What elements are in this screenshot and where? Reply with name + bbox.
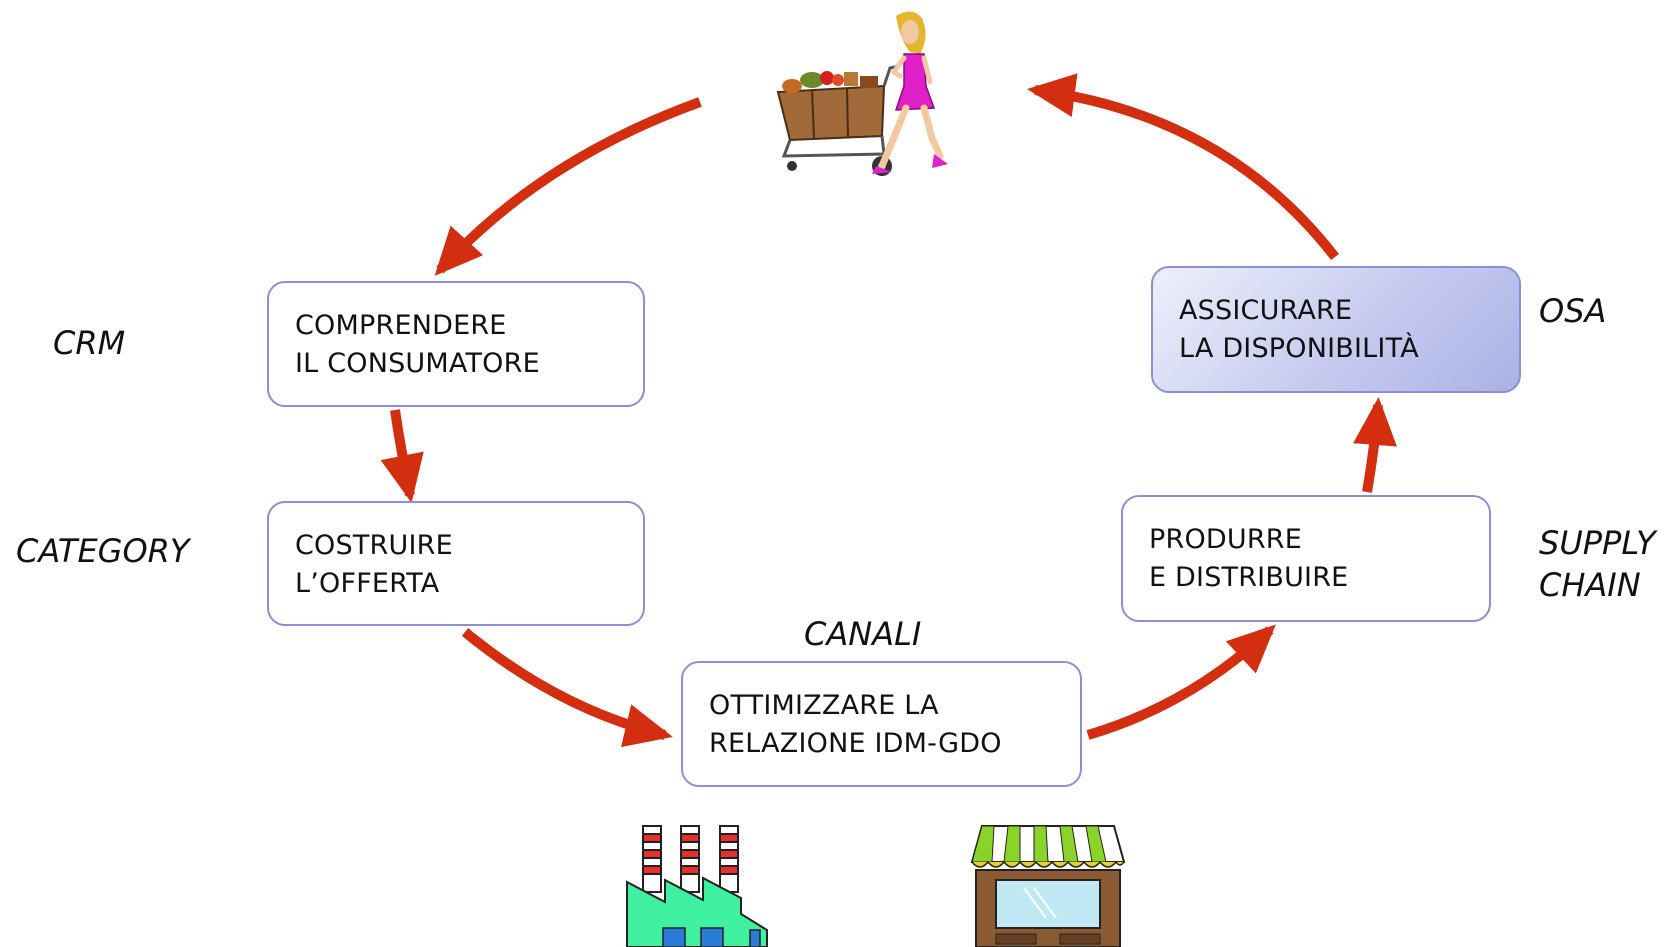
step-understand-line2: IL CONSUMATORE bbox=[295, 348, 540, 379]
step-optimize-line2: RELAZIONE IDM-GDO bbox=[709, 728, 1002, 759]
label-canali: CANALI bbox=[804, 615, 922, 653]
step-ensure-line2: LA DISPONIBILITÀ bbox=[1179, 333, 1419, 364]
label-supply-line2: CHAIN bbox=[1539, 566, 1641, 604]
label-supply-line1: SUPPLY bbox=[1539, 524, 1656, 562]
step-offer-line2: L’OFFERTA bbox=[295, 568, 440, 599]
arrow-understand-to-offer bbox=[380, 409, 424, 503]
step-build-offer: COSTRUIRE L’OFFERTA bbox=[267, 501, 645, 626]
arrow-offer-to-optimize bbox=[461, 628, 673, 748]
arrow-produce-to-ensure bbox=[1353, 397, 1397, 493]
step-understand-line1: COMPRENDERE bbox=[295, 310, 507, 341]
step-ensure-availability: ASSICURARE LA DISPONIBILITÀ bbox=[1151, 266, 1521, 393]
shop-icon bbox=[970, 825, 1126, 947]
step-optimize-line1: OTTIMIZZARE LA bbox=[709, 690, 939, 721]
step-produce-distribute: PRODURRE E DISTRIBUIRE bbox=[1121, 495, 1491, 622]
shopper-with-cart-icon bbox=[776, 11, 948, 176]
label-osa: OSA bbox=[1539, 292, 1607, 330]
arrow-optimize-to-produce bbox=[1086, 624, 1276, 740]
step-understand-consumer: COMPRENDERE IL CONSUMATORE bbox=[267, 281, 645, 407]
label-category: CATEGORY bbox=[16, 532, 190, 570]
step-produce-line1: PRODURRE bbox=[1149, 524, 1303, 555]
step-offer-line1: COSTRUIRE bbox=[295, 530, 453, 561]
step-produce-line2: E DISTRIBUIRE bbox=[1149, 562, 1349, 593]
step-optimize-relation: OTTIMIZZARE LA RELAZIONE IDM-GDO bbox=[681, 661, 1082, 787]
arrow-ensure-to-shopper bbox=[1027, 73, 1339, 261]
label-supply-chain: SUPPLY CHAIN bbox=[1539, 522, 1656, 606]
factory-icon bbox=[626, 825, 768, 947]
arrow-shopper-to-understand bbox=[434, 97, 702, 276]
step-ensure-line1: ASSICURARE bbox=[1179, 295, 1353, 326]
label-crm: CRM bbox=[53, 324, 126, 362]
